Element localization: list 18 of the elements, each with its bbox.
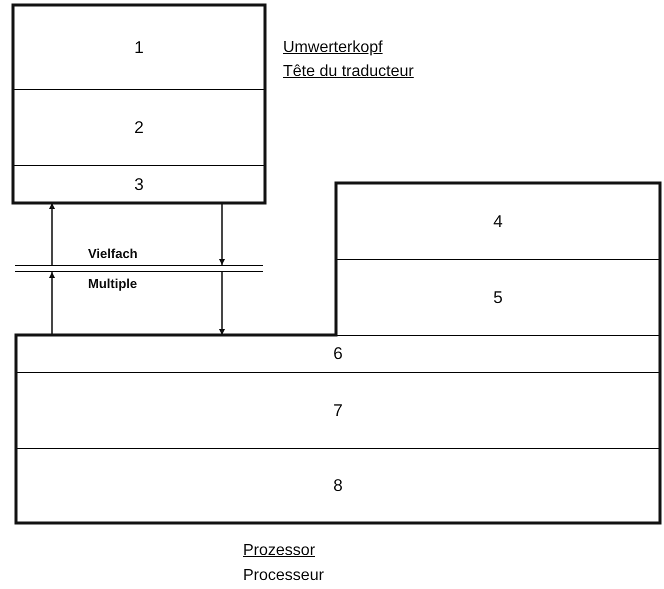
arrow (219, 272, 225, 335)
layer-box: 5 (336, 259, 660, 335)
layer-box: 8 (16, 448, 660, 523)
block-title: Tête du traducteur (283, 63, 414, 81)
layer-box: 7 (16, 372, 660, 448)
layer-box: 2 (13, 89, 265, 165)
arrow (219, 203, 225, 265)
layer-box: 4 (336, 183, 660, 259)
arrow (49, 203, 55, 265)
arrow (49, 272, 55, 335)
bus-label: Multiple (88, 276, 138, 291)
layer-box: 3 (13, 165, 265, 203)
layer-box: 1 (13, 5, 265, 89)
block-title: Prozessor (243, 542, 316, 560)
layer-box: 6 (16, 335, 660, 372)
block-title: Umwerterkopf (283, 39, 383, 57)
bus-label: Vielfach (88, 246, 138, 261)
block-title: Processeur (243, 567, 324, 585)
